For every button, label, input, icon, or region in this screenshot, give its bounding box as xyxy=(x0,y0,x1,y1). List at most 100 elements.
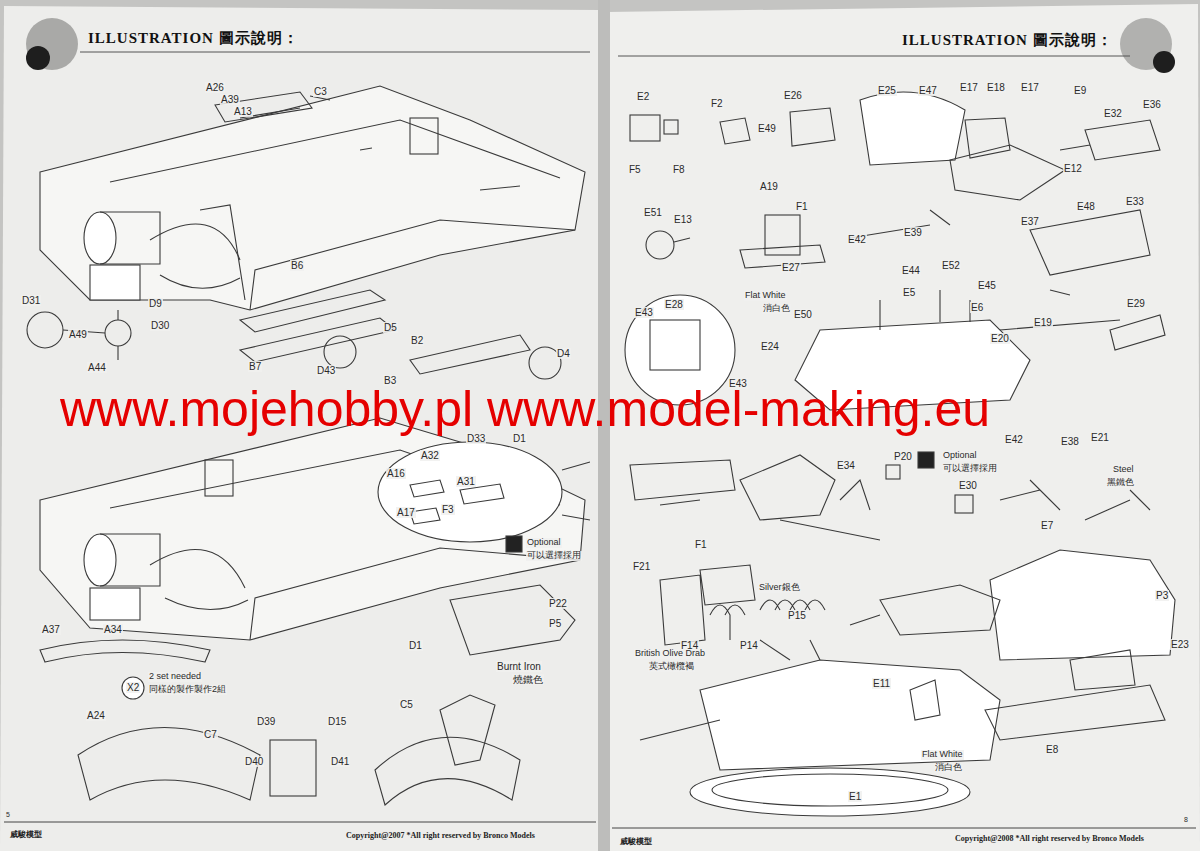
part-label: D5 xyxy=(383,322,398,333)
part-label: A19 xyxy=(759,181,779,192)
part-label: B2 xyxy=(410,335,424,346)
part-label: D31 xyxy=(21,295,41,306)
part-label: E29 xyxy=(1126,298,1146,309)
part-label: British Olive Drab xyxy=(634,649,706,659)
part-label: D9 xyxy=(148,298,163,309)
part-label: D39 xyxy=(256,716,276,727)
part-label: 消白色 xyxy=(762,304,791,314)
part-label: Silver銀色 xyxy=(758,583,801,593)
part-label: E42 xyxy=(1004,434,1024,445)
part-label: E43 xyxy=(634,307,654,318)
part-label: Flat White xyxy=(921,750,964,760)
part-label: 可以選擇採用 xyxy=(942,464,998,474)
part-label: F1 xyxy=(694,539,708,550)
part-label: E5 xyxy=(902,287,916,298)
part-label: Burnt Iron xyxy=(496,661,542,672)
part-label: E37 xyxy=(1020,216,1040,227)
part-label: E27 xyxy=(781,262,801,273)
part-label: E38 xyxy=(1060,436,1080,447)
part-label: A37 xyxy=(41,624,61,635)
part-label: 燒鐵色 xyxy=(512,674,544,685)
watermark: www.mojehobby.pl www.model-making.eu xyxy=(60,382,990,437)
part-label: 可以選擇採用 xyxy=(526,551,582,561)
part-label: E20 xyxy=(990,333,1010,344)
footer-text: Copyright@2008 *All right reserved by Br… xyxy=(955,835,1144,844)
part-label: E8 xyxy=(1045,744,1059,755)
part-label: E18 xyxy=(986,82,1006,93)
part-label: E24 xyxy=(760,341,780,352)
part-label: F21 xyxy=(632,561,651,572)
part-label: 英式橄欖褐 xyxy=(648,662,695,672)
part-label: A17 xyxy=(396,507,416,518)
part-label: E44 xyxy=(901,265,921,276)
part-label: Steel xyxy=(1112,465,1135,475)
part-label: E39 xyxy=(903,227,923,238)
page-number: 5 xyxy=(6,811,10,819)
part-label: E36 xyxy=(1142,99,1162,110)
part-label: E17 xyxy=(959,82,979,93)
part-label: B6 xyxy=(290,260,304,271)
part-label: E23 xyxy=(1170,639,1190,650)
part-label: E32 xyxy=(1103,108,1123,119)
part-label: E48 xyxy=(1076,201,1096,212)
part-label: Flat White xyxy=(744,291,787,301)
part-label: F3 xyxy=(441,504,455,515)
part-label: 2 set needed xyxy=(148,672,202,682)
part-label: X2 xyxy=(126,682,140,693)
part-label: A49 xyxy=(68,329,88,340)
part-label: D40 xyxy=(244,756,264,767)
part-label: F8 xyxy=(672,164,686,175)
part-label: Optional xyxy=(526,538,562,548)
part-label: B7 xyxy=(248,361,262,372)
part-label: E26 xyxy=(783,90,803,101)
part-label: P22 xyxy=(548,598,568,609)
part-label: D30 xyxy=(150,320,170,331)
part-label: C7 xyxy=(203,729,218,740)
part-label: F1 xyxy=(795,201,809,212)
part-label: A16 xyxy=(386,468,406,479)
footer-text: Copyright@2007 *All right reserved by Br… xyxy=(346,832,535,841)
part-label: D43 xyxy=(316,365,336,376)
part-label: D15 xyxy=(327,716,347,727)
part-label: E28 xyxy=(664,299,684,310)
part-label: E1 xyxy=(848,791,862,802)
part-label: E42 xyxy=(847,234,867,245)
part-label: 黑鐵色 xyxy=(1106,478,1135,488)
part-label: E45 xyxy=(977,280,997,291)
part-label: A32 xyxy=(420,450,440,461)
part-label: E12 xyxy=(1063,163,1083,174)
part-label: 消白色 xyxy=(934,763,963,773)
part-label: D41 xyxy=(330,756,350,767)
part-label: E50 xyxy=(793,309,813,320)
part-label: P3 xyxy=(1155,590,1169,601)
part-label: A34 xyxy=(103,624,123,635)
part-label: D1 xyxy=(408,640,423,651)
part-label: E6 xyxy=(970,302,984,313)
part-label: A44 xyxy=(87,362,107,373)
part-label: C3 xyxy=(313,86,328,97)
part-label: E49 xyxy=(757,123,777,134)
part-label: A39 xyxy=(220,94,240,105)
part-label: P15 xyxy=(787,610,807,621)
part-label: A13 xyxy=(233,106,253,117)
part-label: P20 xyxy=(893,451,913,462)
part-label: A26 xyxy=(205,82,225,93)
part-label: E34 xyxy=(836,460,856,471)
page-heading: ILLUSTRATION 圖示說明： xyxy=(902,32,1113,49)
part-label: E25 xyxy=(877,85,897,96)
part-label: E17 xyxy=(1020,82,1040,93)
part-label: D4 xyxy=(556,348,571,359)
part-label: E9 xyxy=(1073,85,1087,96)
part-label: E33 xyxy=(1125,196,1145,207)
part-label: C5 xyxy=(399,699,414,710)
part-label: E52 xyxy=(941,260,961,271)
part-label: E11 xyxy=(872,678,891,689)
part-label: F5 xyxy=(628,164,642,175)
part-label: A31 xyxy=(456,476,476,487)
part-label: E19 xyxy=(1033,317,1053,328)
part-label: E13 xyxy=(673,214,693,225)
part-label: Optional xyxy=(942,451,978,461)
part-label: E2 xyxy=(636,91,650,102)
part-label: E51 xyxy=(643,207,663,218)
page-heading: ILLUSTRATION 圖示說明： xyxy=(88,30,299,47)
